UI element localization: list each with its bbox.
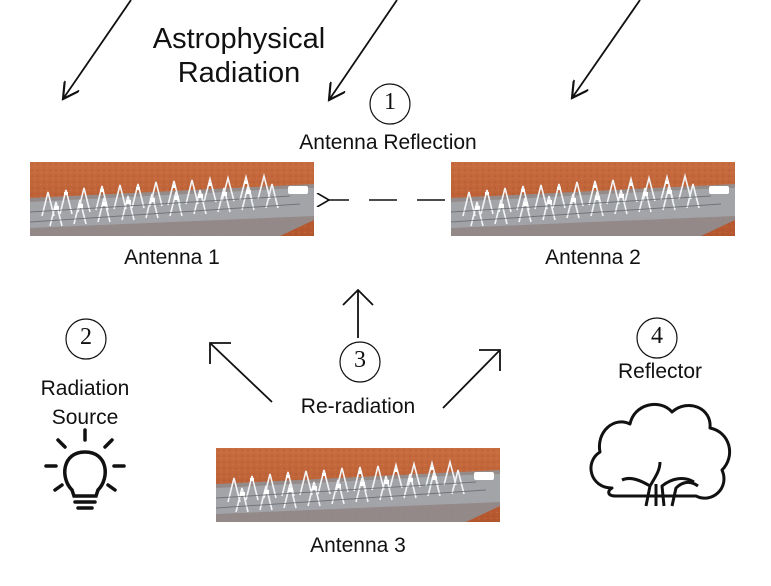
antenna-2-label: Antenna 2 (545, 246, 641, 269)
radiation-source-label: Radiation Source (20, 374, 150, 433)
step-3-number: 3 (354, 347, 366, 373)
step-1-circle (369, 83, 411, 125)
reradiation-arrow-right (442, 349, 501, 409)
step-3-circle (339, 341, 381, 383)
step-4-number: 4 (651, 323, 663, 349)
antenna-2-image (450, 161, 736, 237)
step-2-number: 2 (80, 324, 92, 350)
reradiation-arrow-left (209, 342, 273, 403)
reradiation-arrow-left-head (209, 342, 231, 364)
step-2-circle (65, 318, 107, 360)
reradiation-label: Re-radiation (300, 395, 416, 418)
reradiation-arrow-right-head (479, 349, 501, 371)
radiation-source-label-line-2: Source (51, 406, 119, 430)
incoming-arrow-middle (329, 0, 398, 100)
lightbulb-icon (44, 428, 126, 510)
antenna-3-label: Antenna 3 (310, 534, 406, 557)
reradiation-arrow-up-head (342, 288, 374, 306)
title: Astrophysical Radiation (139, 22, 339, 90)
title-line-2: Radiation (177, 57, 301, 90)
antenna-reflection-label: Antenna Reflection (299, 131, 477, 154)
tree-icon (589, 402, 732, 507)
title-line-1: Astrophysical (152, 23, 326, 55)
radiation-source-label-line-1: Radiation (40, 377, 130, 400)
antenna-1-label: Antenna 1 (124, 246, 220, 269)
step-4-circle (636, 317, 678, 359)
reflector-label: Reflector (617, 360, 703, 383)
incoming-arrow-left (63, 0, 132, 99)
incoming-arrow-right (572, 0, 641, 98)
antenna-3-image (215, 447, 501, 523)
step-1-number: 1 (384, 89, 396, 115)
antenna-1-image (29, 161, 315, 237)
